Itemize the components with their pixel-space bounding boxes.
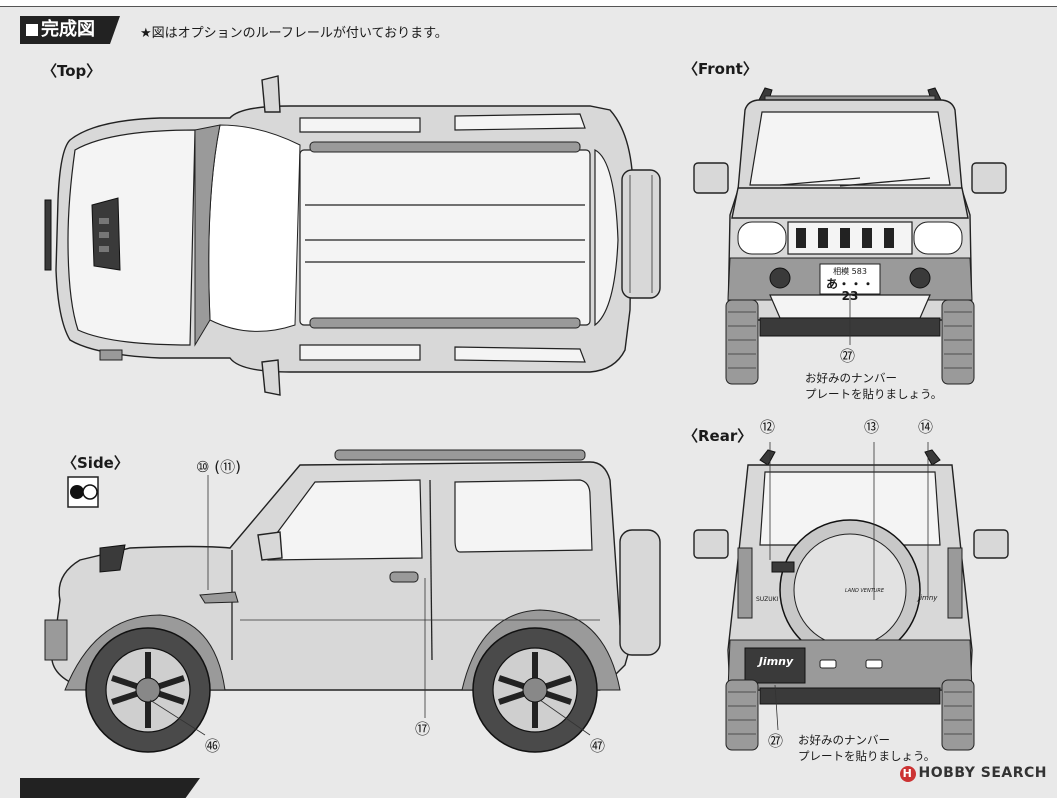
callout-13: ⑬ (864, 418, 880, 436)
callout-27-rear: ㉗ (768, 732, 784, 750)
rear-plate-badge: Jimny (758, 655, 794, 668)
rear-plate-note: お好みのナンバー プレートを貼りましょう。 (798, 732, 935, 764)
watermark-text: HOBBY SEARCH (918, 765, 1047, 781)
hobby-search-logo-icon: H (899, 766, 916, 782)
callout-14: ⑭ (918, 418, 934, 436)
next-section-tab (20, 778, 200, 798)
rear-view-label: 〈Rear〉 (683, 427, 753, 445)
callout-46: ㊻ (205, 737, 221, 755)
jimny-badge: Jimny (918, 594, 938, 602)
front-plate-region: 相模 583 (833, 267, 867, 276)
callout-17: ⑰ (415, 720, 431, 738)
front-plate-note: お好みのナンバー プレートを貼りましょう。 (805, 370, 942, 402)
square-icon (26, 24, 38, 36)
section-title: 完成図 (41, 19, 95, 40)
two-tone-paint-icon (67, 476, 99, 508)
suzuki-badge: SUZUKI (756, 596, 779, 603)
callout-12: ⑫ (760, 418, 776, 436)
front-plate-number: あ・・・23 (825, 277, 874, 303)
rear-view-drawing (693, 442, 1009, 751)
callout-10-11: ⑩ (⑪) (196, 458, 241, 476)
roof-rail-note: ★図はオプションのルーフレールが付いております。 (140, 26, 448, 41)
front-view-drawing (693, 87, 1007, 385)
rear-plate-note-line1: お好みのナンバー (798, 733, 890, 747)
callout-47: ㊼ (590, 737, 606, 755)
callout-27-front: ㉗ (840, 347, 856, 365)
top-view-drawing (44, 75, 661, 396)
front-plate-note-line2: プレートを貼りましょう。 (805, 387, 943, 401)
side-view-drawing (44, 449, 661, 753)
land-venture-badge: LAND VENTURE (845, 588, 885, 594)
top-view-label: 〈Top〉 (42, 62, 102, 80)
front-wheel (85, 627, 211, 753)
front-view-label: 〈Front〉 (683, 60, 758, 78)
rear-plate-note-line2: プレートを貼りましょう。 (798, 749, 936, 763)
side-view-label: 〈Side〉 (62, 454, 129, 472)
section-title-tab: 完成図 (20, 16, 120, 44)
page-top-rule (0, 0, 1057, 7)
rear-wheel (472, 627, 598, 753)
front-plate-note-line1: お好みのナンバー (805, 371, 897, 385)
